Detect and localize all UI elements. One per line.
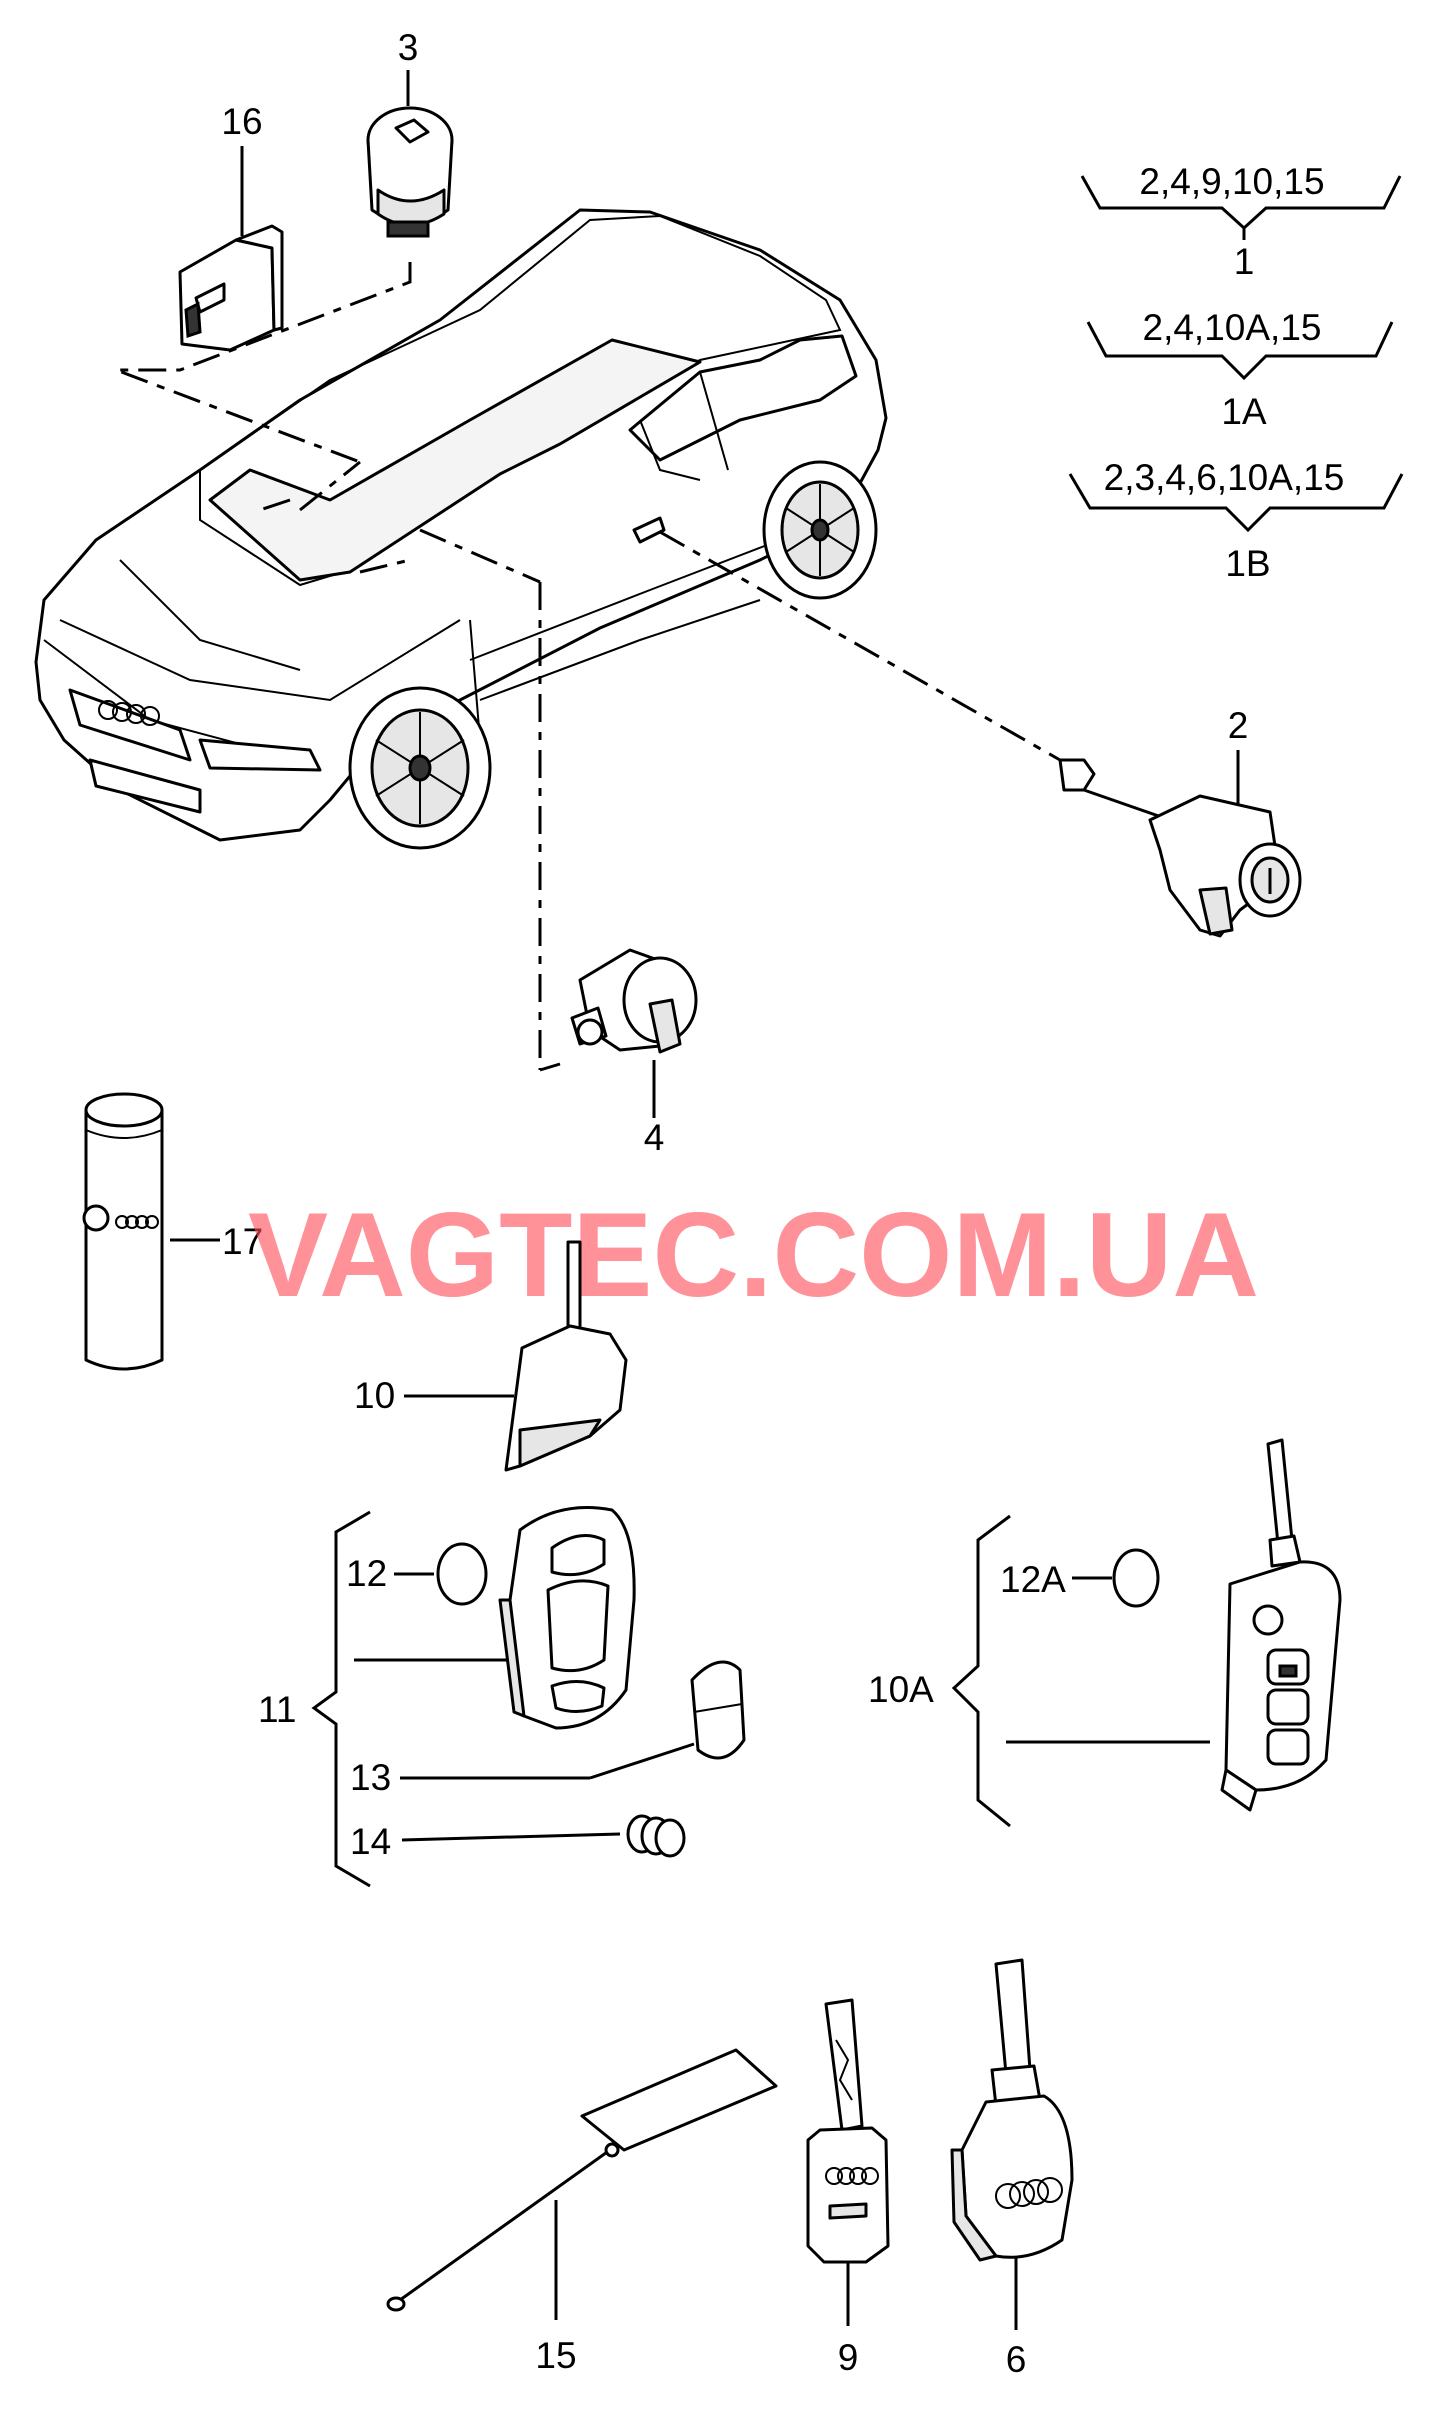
part-10a-group: 10A 12A [868, 1438, 1342, 1828]
part-17-label: 17 [222, 1221, 263, 1262]
kit-1a-contents: 2,4,10A,15 [1143, 307, 1322, 348]
part-3-label: 3 [398, 27, 419, 68]
leader-lines [115, 262, 1061, 1072]
part-6-key-remote: 6 [950, 1958, 1074, 2380]
part-10a-brace [951, 1514, 1011, 1828]
kit-1a-id: 1A [1221, 391, 1267, 432]
part-14-label: 14 [350, 1821, 391, 1862]
part-16-switch: 16 [178, 101, 284, 352]
part-9-label: 9 [838, 2337, 859, 2378]
kit-1-contents: 2,4,9,10,15 [1139, 161, 1324, 202]
part-10-key-head: 10 [354, 1240, 628, 1472]
kit-1-id: 1 [1234, 241, 1255, 282]
part-10a-label: 10A [868, 1669, 934, 1710]
part-12-label: 12 [346, 1553, 387, 1594]
part-15-label: 15 [535, 2335, 576, 2376]
part-2-label: 2 [1228, 705, 1249, 746]
watermark: VAGTEC.COM.UA [248, 1188, 1259, 1322]
part-13-label: 13 [350, 1757, 391, 1798]
kit-1b-id: 1B [1225, 543, 1270, 584]
part-11-group: 11 12 13 14 [258, 1506, 746, 1888]
part-17-aerosol-can: 17 [82, 1092, 263, 1371]
part-3-lock-cylinder: 3 [366, 27, 454, 238]
part-14-spring [626, 1814, 686, 1858]
part-15-tag: 15 [386, 2048, 778, 2376]
part-16-label: 16 [221, 101, 262, 142]
part-10-label: 10 [354, 1375, 395, 1416]
part-6-label: 6 [1006, 2339, 1027, 2380]
part-4-label: 4 [644, 1117, 665, 1158]
part-4-ignition-lock: 4 [570, 948, 698, 1158]
part-12a-label: 12A [1000, 1559, 1066, 1600]
kit-1b-contents: 2,3,4,6,10A,15 [1104, 457, 1345, 498]
part-2-door-lock: 2 [1058, 705, 1302, 938]
part-11-brace [311, 1510, 371, 1888]
kit-1b-brace [1068, 473, 1404, 533]
kit-1a-brace [1086, 321, 1394, 381]
part-9-key: 9 [806, 1998, 890, 2378]
kit-group-1b: 2,3,4,6,10A,15 1B [1068, 457, 1404, 584]
kit-group-1a: 2,4,10A,15 1A [1086, 307, 1394, 432]
kit-group-1: 2,4,9,10,15 1 [1080, 161, 1402, 282]
car-illustration [34, 208, 888, 850]
part-11-label: 11 [258, 1689, 296, 1730]
